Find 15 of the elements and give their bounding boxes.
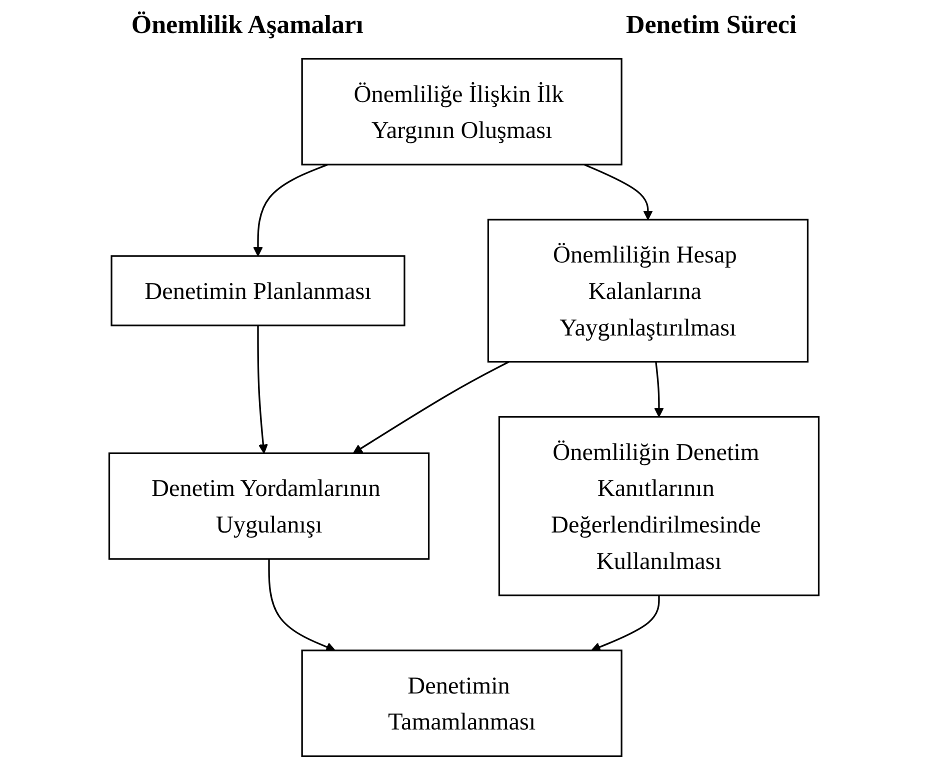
arrow bbox=[584, 164, 653, 220]
arrow bbox=[257, 325, 268, 454]
arrow bbox=[268, 558, 336, 652]
node-box: Önemliliğin Hesap Kalanlarına Yaygınlaştırılması bbox=[487, 218, 809, 363]
node-box: Denetimin Tamamlanması bbox=[301, 650, 622, 758]
arrow bbox=[591, 595, 660, 652]
column-heading: Denetim Süreci bbox=[626, 10, 797, 40]
node-box: Önemliliğin Denetim Kanıtlarının Değerlendirilmesinde Kullanılması bbox=[498, 416, 820, 596]
node-box: Denetimin Planlanması bbox=[110, 255, 406, 326]
arrow bbox=[654, 362, 664, 418]
node-box: Önemliliğe İlişkin İlk Yargının Oluşması bbox=[301, 58, 622, 166]
column-heading: Önemlilik Aşamaları bbox=[131, 10, 364, 40]
arrow bbox=[253, 164, 328, 256]
arrow bbox=[352, 361, 510, 454]
node-box: Denetim Yordamlarının Uygulanışı bbox=[108, 452, 430, 560]
